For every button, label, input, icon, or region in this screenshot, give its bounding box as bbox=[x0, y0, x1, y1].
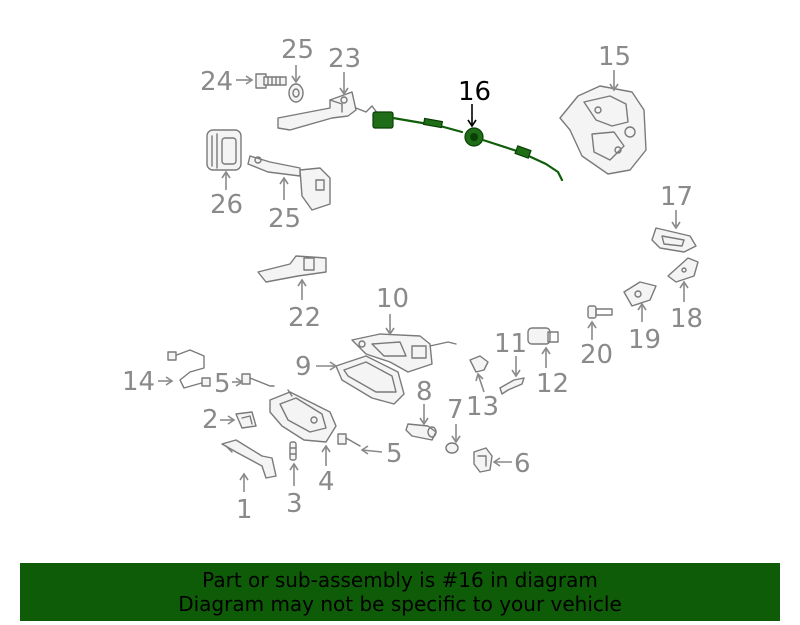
callout-24[interactable]: 25 bbox=[281, 35, 314, 65]
callout-15[interactable]: 15 bbox=[598, 42, 631, 72]
callout-5-upper[interactable]: 5 bbox=[214, 369, 231, 399]
part-8-cylinder[interactable] bbox=[405, 423, 437, 441]
callout-22[interactable]: 22 bbox=[288, 303, 321, 333]
part-11-rod[interactable] bbox=[499, 377, 525, 395]
part-1-handle[interactable] bbox=[221, 439, 277, 479]
part-17-bezel[interactable] bbox=[651, 227, 697, 253]
info-banner: Part or sub-assembly is #16 in diagram D… bbox=[20, 563, 780, 621]
callout-23[interactable]: 24 bbox=[200, 67, 233, 97]
part-15-latch[interactable] bbox=[559, 85, 647, 175]
callout-8[interactable]: 8 bbox=[416, 377, 433, 407]
callout-17[interactable]: 17 bbox=[660, 182, 693, 212]
callout-9[interactable]: 9 bbox=[295, 352, 312, 382]
part-5-screw-upper[interactable] bbox=[241, 373, 275, 387]
callout-19[interactable]: 19 bbox=[628, 325, 661, 355]
callout-10[interactable]: 10 bbox=[376, 284, 409, 314]
callout-labels: 24 25 23 16 15 26 25 22 17 18 19 20 10 9… bbox=[122, 35, 703, 525]
callout-18[interactable]: 18 bbox=[670, 304, 703, 334]
callout-6[interactable]: 6 bbox=[514, 449, 531, 479]
part-13-clip[interactable] bbox=[469, 355, 489, 373]
part-16-cable-highlighted[interactable] bbox=[372, 111, 564, 182]
callout-1[interactable]: 1 bbox=[236, 495, 253, 525]
callout-13[interactable]: 13 bbox=[466, 392, 499, 422]
part-23-bolt[interactable] bbox=[255, 73, 287, 89]
part-24-washer[interactable] bbox=[288, 83, 304, 103]
callout-11[interactable]: 11 bbox=[494, 329, 527, 359]
callout-2[interactable]: 2 bbox=[202, 405, 219, 435]
part-14-wire[interactable] bbox=[167, 349, 211, 389]
part-20-screw[interactable] bbox=[587, 305, 613, 319]
part-26-bezel[interactable] bbox=[206, 129, 242, 171]
callout-16[interactable]: 16 bbox=[458, 77, 491, 107]
part-18-cover[interactable] bbox=[667, 257, 699, 283]
callout-5-lower[interactable]: 5 bbox=[386, 439, 403, 469]
leader-lines bbox=[158, 65, 689, 492]
part-2-cap[interactable] bbox=[235, 411, 257, 429]
part-12-sensor[interactable] bbox=[527, 327, 559, 345]
part-9-gasket[interactable] bbox=[335, 355, 405, 405]
part-6-clip[interactable] bbox=[473, 447, 493, 473]
part-22-striker[interactable] bbox=[257, 255, 327, 283]
callout-4[interactable]: 4 bbox=[318, 467, 335, 497]
callout-14[interactable]: 14 bbox=[122, 367, 155, 397]
callout-21[interactable]: 23 bbox=[328, 44, 361, 74]
part-10-handle-bracket[interactable] bbox=[351, 333, 457, 373]
callout-3[interactable]: 3 bbox=[286, 489, 303, 519]
callout-7[interactable]: 7 bbox=[447, 395, 464, 425]
callout-20[interactable]: 20 bbox=[580, 340, 613, 370]
part-25-harness[interactable] bbox=[247, 155, 331, 211]
part-7-cap[interactable] bbox=[445, 442, 459, 454]
part-19-cover[interactable] bbox=[623, 281, 657, 307]
part-21-door-check[interactable] bbox=[277, 91, 379, 131]
callout-25[interactable]: 25 bbox=[268, 204, 301, 234]
callout-26[interactable]: 26 bbox=[210, 190, 243, 220]
part-5-screw-lower[interactable] bbox=[337, 433, 361, 447]
part-3-pin[interactable] bbox=[289, 441, 297, 461]
parts-diagram: 24 25 23 16 15 26 25 22 17 18 19 20 10 9… bbox=[122, 35, 703, 525]
banner-line-2: Diagram may not be specific to your vehi… bbox=[178, 592, 622, 616]
banner-line-1: Part or sub-assembly is #16 in diagram bbox=[202, 568, 598, 592]
callout-12[interactable]: 12 bbox=[536, 369, 569, 399]
part-4-handle[interactable] bbox=[269, 389, 337, 443]
